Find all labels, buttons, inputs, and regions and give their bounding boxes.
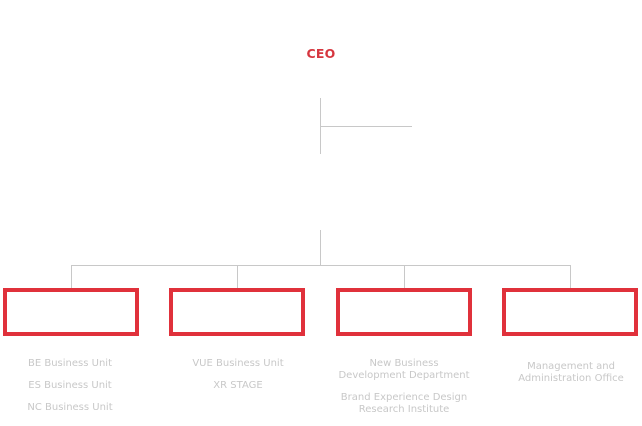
- unit-label: ES Business Unit: [28, 380, 112, 391]
- division-box-1: [3, 288, 139, 336]
- drop-line-2: [237, 265, 238, 288]
- unit-label: BE Business Unit: [28, 358, 112, 369]
- division-box-2: [169, 288, 305, 336]
- division-vertical-connector: [320, 230, 321, 265]
- division-box-4: [502, 288, 638, 336]
- unit-label: VUE Business Unit: [192, 358, 284, 369]
- division-horizontal-bus: [71, 265, 571, 266]
- drop-line-3: [404, 265, 405, 288]
- division-column-2: VUE Business Unit XR STAGE: [158, 358, 318, 402]
- unit-label: XR STAGE: [213, 380, 263, 391]
- ceo-side-branch: [320, 126, 412, 127]
- drop-line-1: [71, 265, 72, 288]
- ceo-title: CEO: [306, 46, 336, 61]
- division-box-3: [336, 288, 472, 336]
- drop-line-4: [570, 265, 571, 288]
- unit-label: NC Business Unit: [27, 402, 113, 413]
- division-column-1: BE Business Unit ES Business Unit NC Bus…: [0, 358, 150, 424]
